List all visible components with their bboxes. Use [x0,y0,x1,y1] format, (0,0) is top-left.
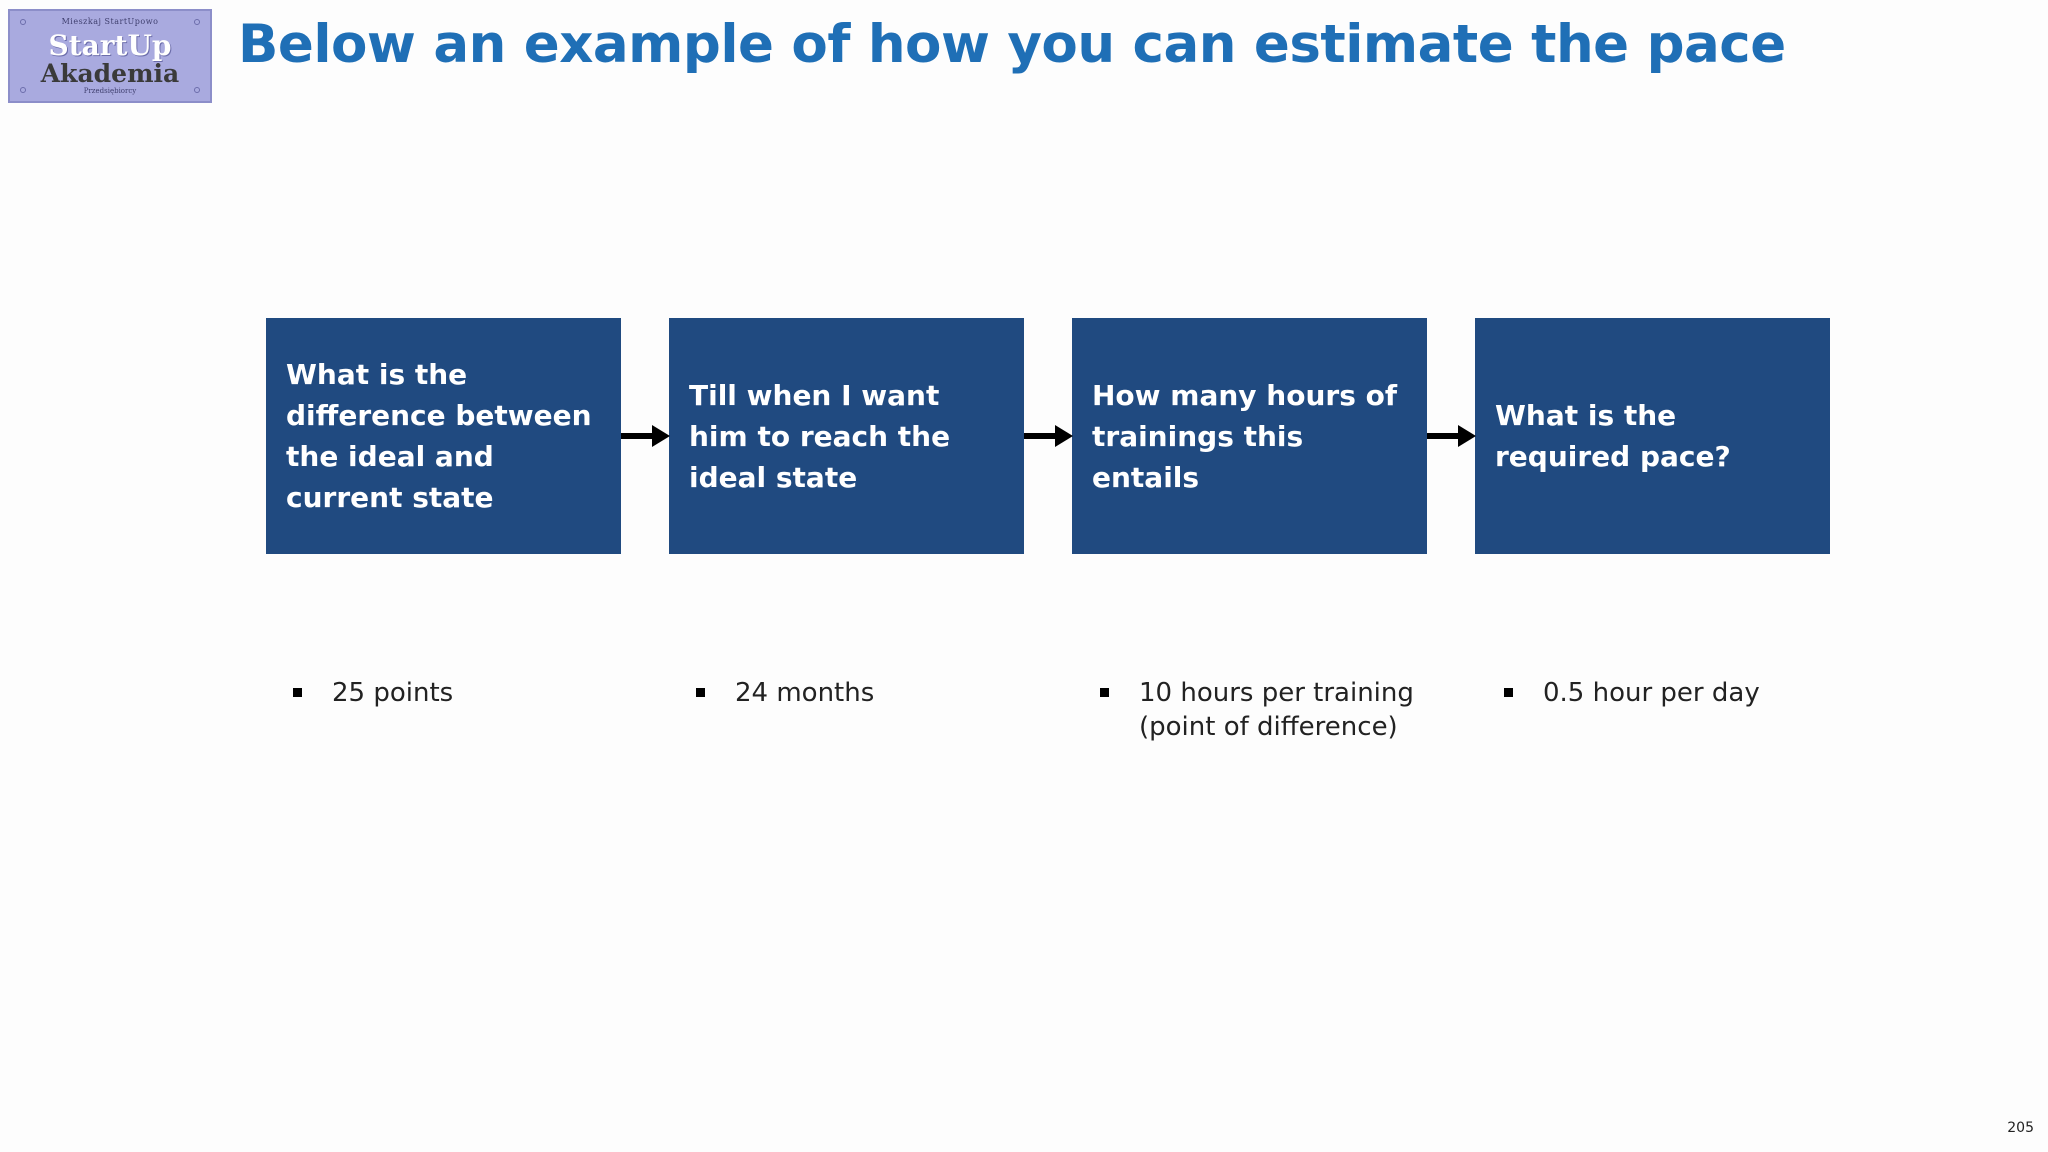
bullet-square-icon [1504,688,1513,697]
step-box-required-pace: What is the required pace? [1475,318,1830,554]
logo-corner-dot [194,19,200,25]
answer-text: 0.5 hour per day [1543,676,1760,710]
step-box-deadline: Till when I want him to reach the ideal … [669,318,1024,554]
logo-corner-dot [194,87,200,93]
logo-brand-akademia: Akademia [40,59,180,88]
logo-corner-dot [20,87,26,93]
arrow-right-icon [621,425,670,447]
slide-title: Below an example of how you can estimate… [238,14,1786,75]
answer-bullet-pace: 0.5 hour per day [1504,676,1760,710]
step-box-training-hours: How many hours of trainings this entails [1072,318,1427,554]
arrow-right-icon [1024,425,1073,447]
answer-line: 0.5 hour per day [1543,678,1760,708]
answer-bullet-months: 24 months [696,676,874,710]
answer-bullet-points: 25 points [293,676,453,710]
logo-bottom-line: Przedsiębiorcy [83,87,137,95]
bullet-square-icon [1100,688,1109,697]
answer-text: 25 points [332,676,453,710]
logo-corner-dot [20,19,26,25]
startup-akademia-logo: Mieszkaj StartUpowo StartUp Akademia Prz… [8,9,212,103]
bullet-square-icon [293,688,302,697]
answer-line: (point of difference) [1139,712,1398,742]
arrow-right-icon [1427,425,1476,447]
step-text: What is the difference between the ideal… [286,358,592,514]
answer-line: 24 months [735,678,875,708]
answer-bullet-hours: 10 hours per training (point of differen… [1100,676,1414,744]
answer-text: 24 months [735,676,874,710]
step-text: Till when I want him to reach the ideal … [689,378,951,494]
page-number: 205 [2007,1120,2034,1136]
answer-text: 10 hours per training (point of differen… [1139,676,1414,744]
logo-top-line: Mieszkaj StartUpowo [61,17,159,26]
answer-line: 25 points [332,678,454,708]
step-box-difference: What is the difference between the ideal… [266,318,621,554]
logo-brand-startup: StartUp [48,29,172,62]
step-text: What is the required pace? [1495,399,1731,473]
step-text: How many hours of trainings this entails [1092,378,1398,494]
answer-line: 10 hours per training [1139,678,1414,708]
bullet-square-icon [696,688,705,697]
